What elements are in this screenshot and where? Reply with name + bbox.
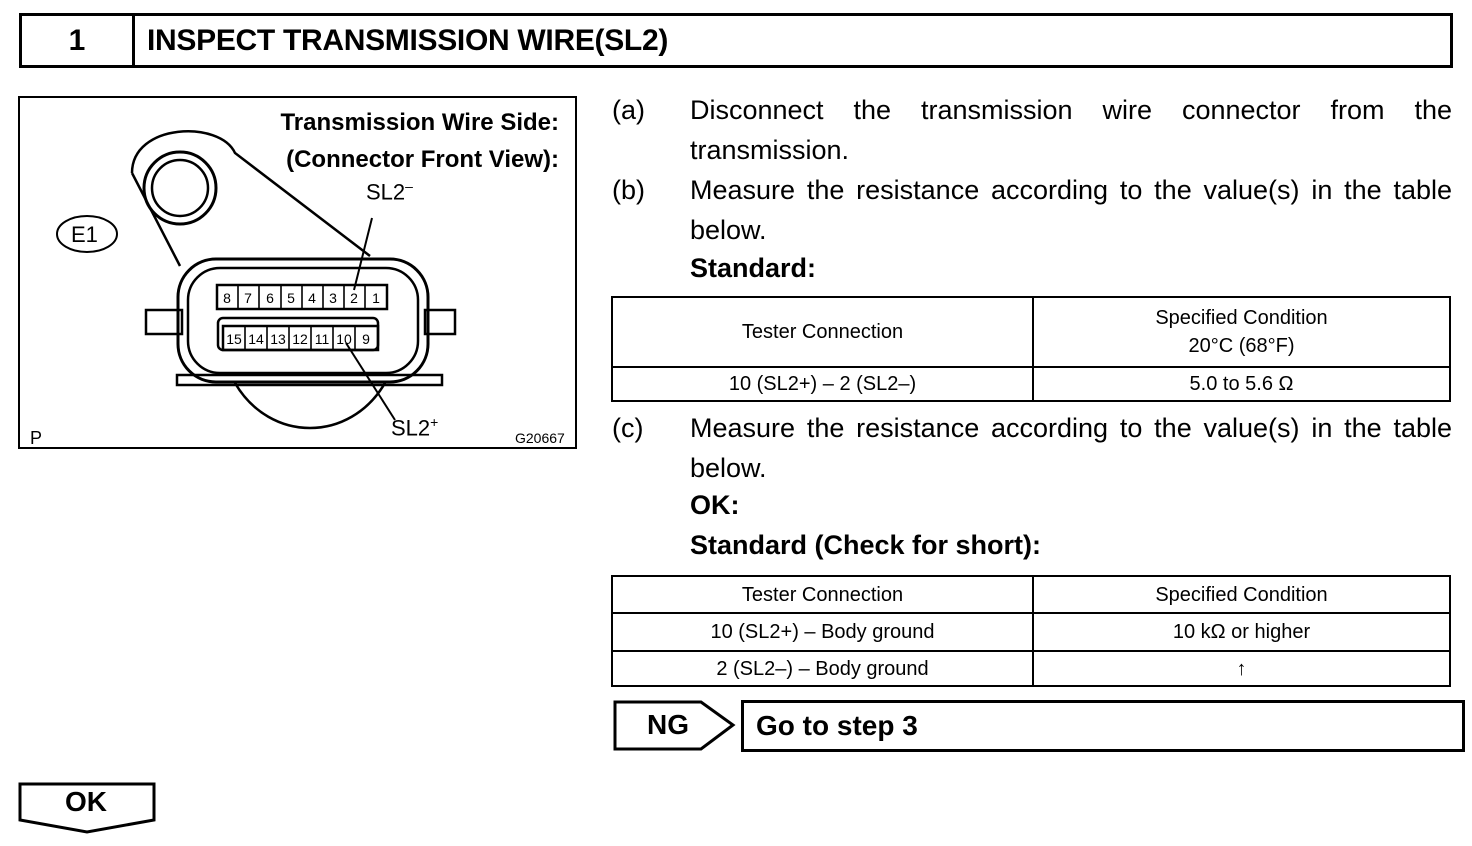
- step-title: INSPECT TRANSMISSION WIRE(SL2): [147, 23, 669, 57]
- pin-7: 7: [244, 290, 252, 306]
- figure-title-line2: (Connector Front View):: [286, 146, 559, 173]
- resistance-table: Tester Connection Specified Condition 20…: [611, 296, 1451, 402]
- standard-label-2: Standard (Check for short):: [690, 530, 1042, 560]
- table-cell: 10 (SL2+) – 2 (SL2–): [611, 366, 1034, 402]
- ok-criteria-label: OK:: [690, 490, 740, 520]
- pin-10: 10: [336, 331, 352, 347]
- ok-result-arrow: OK: [18, 782, 158, 839]
- label-sl2-minus: SL2–: [366, 178, 413, 205]
- ng-action-box: Go to step 3: [741, 700, 1465, 752]
- pin-15: 15: [226, 331, 242, 347]
- instruction-b-mark: (b): [612, 175, 645, 205]
- pin-8: 8: [223, 290, 231, 306]
- table-row: 10 (SL2+) – Body ground 10 kΩ or higher: [611, 612, 1451, 652]
- table-header-line: 20°C (68°F): [1188, 335, 1295, 357]
- table-cell: 5.0 to 5.6 Ω: [1032, 366, 1451, 402]
- ng-arrow-shape: [613, 700, 736, 751]
- figure-code: G20667: [515, 430, 565, 446]
- table-cell: 10 kΩ or higher: [1032, 612, 1451, 652]
- instruction-c-text: Measure the resistance according to the …: [690, 413, 1452, 483]
- instruction-a-mark: (a): [612, 95, 645, 125]
- table-header-row: Tester Connection Specified Condition 20…: [611, 296, 1451, 368]
- table-row: 10 (SL2+) – 2 (SL2–) 5.0 to 5.6 Ω: [611, 366, 1451, 402]
- table-row: 2 (SL2–) – Body ground ↑: [611, 650, 1451, 687]
- pin-1: 1: [372, 290, 380, 306]
- ng-label: NG: [647, 708, 689, 740]
- figure-title: Transmission Wire Side: (Connector Front…: [280, 104, 559, 178]
- standard-label-1: Standard:: [690, 253, 817, 283]
- pin-6: 6: [266, 290, 274, 306]
- table-header-cell: Specified Condition 20°C (68°F): [1032, 296, 1451, 368]
- step-number: 1: [22, 16, 135, 65]
- corner-letter: P: [30, 428, 43, 448]
- instruction-b-text: Measure the resistance according to the …: [690, 175, 1452, 245]
- figure-title-line1: Transmission Wire Side:: [280, 109, 559, 136]
- pin-3: 3: [329, 290, 337, 306]
- label-sl2-plus: SL2+: [391, 414, 439, 441]
- table-header-line: Specified Condition: [1155, 307, 1328, 329]
- ng-result-arrow: NG: [613, 700, 737, 757]
- table-header-cell: Tester Connection: [611, 575, 1034, 614]
- pin-11: 11: [315, 331, 330, 347]
- connector-drawing: 8 7 6 5 4 3 2 1 15 14 13 12 11 10 9: [56, 130, 457, 430]
- table-header-cell: Tester Connection: [611, 296, 1034, 368]
- instruction-a: (a) Disconnect the transmission wire con…: [612, 90, 1452, 170]
- pin-12: 12: [292, 331, 308, 347]
- table-cell: ↑: [1032, 650, 1451, 687]
- pin-13: 13: [270, 331, 286, 347]
- table-cell: 2 (SL2–) – Body ground: [611, 650, 1034, 687]
- connector-figure: 8 7 6 5 4 3 2 1 15 14 13 12 11 10 9 Tran…: [18, 96, 577, 449]
- instruction-b: (b) Measure the resistance according to …: [612, 170, 1452, 250]
- table-cell: 10 (SL2+) – Body ground: [611, 612, 1034, 652]
- pin-5: 5: [287, 290, 295, 306]
- connector-id-label: E1: [71, 222, 98, 247]
- pin-2: 2: [350, 290, 358, 306]
- instruction-c-mark: (c): [612, 413, 644, 443]
- step-header: 1 INSPECT TRANSMISSION WIRE(SL2): [19, 13, 1453, 68]
- pin-4: 4: [308, 290, 316, 306]
- ok-label: OK: [65, 786, 107, 817]
- table-header-row: Tester Connection Specified Condition: [611, 575, 1451, 614]
- table-header-cell: Specified Condition: [1032, 575, 1451, 614]
- instruction-c: (c) Measure the resistance according to …: [612, 408, 1452, 488]
- pin-14: 14: [248, 331, 264, 347]
- short-check-table: Tester Connection Specified Condition 10…: [611, 575, 1451, 687]
- ok-arrow-shape: [18, 782, 156, 834]
- instruction-a-text: Disconnect the transmission wire connect…: [690, 95, 1452, 165]
- pin-9: 9: [362, 331, 370, 347]
